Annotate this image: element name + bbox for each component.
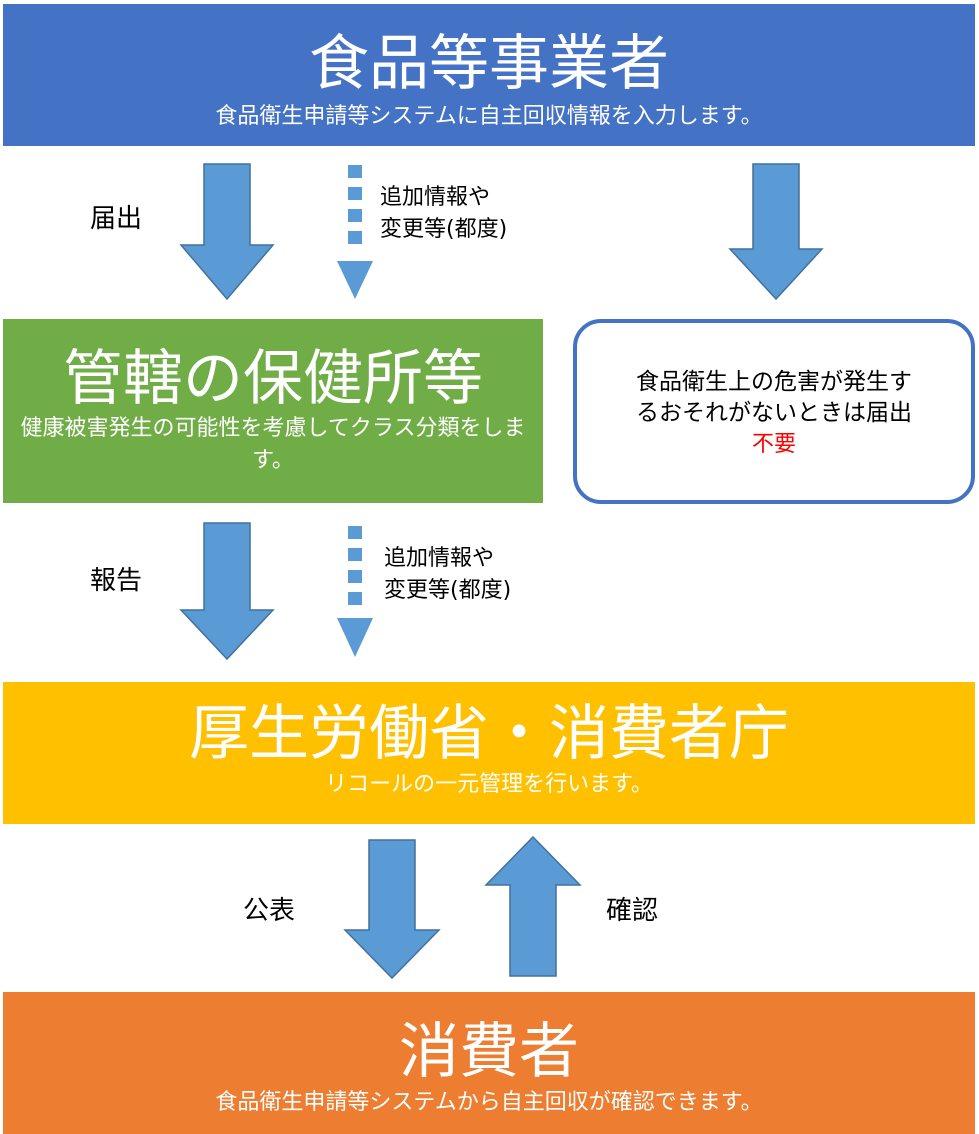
no-report-emphasis: 不要 — [751, 432, 796, 457]
consumers-subtitle: 食品衛生申請等システムから自主回収が確認できます。 — [215, 1090, 763, 1115]
ministry-subtitle: リコールの一元管理を行います。 — [325, 772, 653, 797]
publication-arrow — [343, 839, 441, 980]
additional-info-note-2: 追加情報や 変更等(都度) — [384, 543, 511, 607]
additional-info-note-2-line2: 変更等(都度) — [384, 578, 512, 603]
report-label: 報告 — [90, 566, 143, 596]
additional-info-note-1-line2: 変更等(都度) — [380, 217, 508, 242]
operators-title: 食品等事業者 — [309, 29, 669, 99]
additional-info-dashed-arrow-2 — [337, 526, 373, 657]
confirmation-arrow — [484, 835, 582, 977]
consumers-title: 消費者 — [399, 1017, 579, 1087]
ministry-box: 厚生労働省・消費者庁 リコールの一元管理を行います。 — [3, 682, 975, 824]
publication-label: 公表 — [243, 896, 296, 926]
notification-label: 届出 — [90, 204, 143, 234]
no-report-line1: 食品衛生上の危害が発生す — [636, 369, 912, 395]
health-center-box: 管轄の保健所等 健康被害発生の可能性を考慮してクラス分類をします。 — [3, 319, 543, 503]
no-report-required-box: 食品衛生上の危害が発生す るおそれがないときは届出 不要 — [573, 319, 975, 504]
no-report-line2: るおそれがないときは届出 — [636, 400, 912, 426]
health-center-title: 管轄の保健所等 — [63, 344, 483, 414]
food-business-operators-box: 食品等事業者 食品衛生申請等システムに自主回収情報を入力します。 — [3, 4, 975, 146]
notification-arrow — [179, 163, 275, 301]
confirmation-label: 確認 — [606, 896, 659, 926]
additional-info-note-1-line1: 追加情報や — [380, 185, 491, 210]
additional-info-note-1: 追加情報や 変更等(都度) — [380, 182, 507, 246]
no-report-arrow — [728, 163, 824, 301]
additional-info-note-2-line1: 追加情報や — [384, 546, 495, 571]
additional-info-dashed-arrow-1 — [337, 165, 373, 299]
consumers-box: 消費者 食品衛生申請等システムから自主回収が確認できます。 — [3, 992, 975, 1134]
ministry-title: 厚生労働省・消費者庁 — [189, 699, 789, 769]
health-center-subtitle: 健康被害発生の可能性を考慮してクラス分類をします。 — [20, 416, 526, 473]
report-arrow — [179, 522, 275, 661]
operators-subtitle: 食品衛生申請等システムに自主回収情報を入力します。 — [215, 104, 763, 129]
